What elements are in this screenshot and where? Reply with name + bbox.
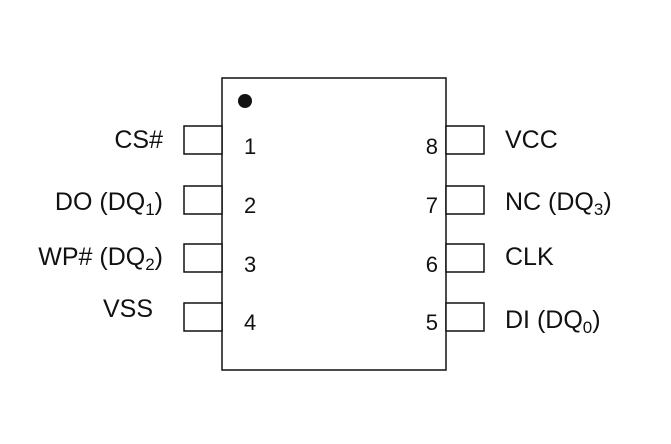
pin-stub-5 — [445, 302, 485, 332]
pin-number-6: 6 — [426, 252, 438, 277]
pin-stub-3 — [183, 243, 223, 273]
pin-number-3: 3 — [244, 252, 256, 277]
pin-number-4: 4 — [244, 310, 256, 335]
pin-label-3: WP# (DQ2) — [38, 243, 163, 274]
pin-label-7: NC (DQ3) — [505, 188, 612, 219]
pin-stub-7 — [445, 185, 485, 215]
pin-stub-6 — [445, 243, 485, 273]
pin-label-5-name: DI (DQ — [505, 306, 583, 334]
pin-stub-2 — [183, 185, 223, 215]
pin-label-7-subscript: 3 — [594, 200, 603, 219]
pin-label-1: CS# — [114, 126, 163, 154]
pin-label-8: VCC — [505, 126, 558, 154]
pin-stub-1 — [183, 125, 223, 155]
pin-label-2: DO (DQ1) — [55, 188, 163, 219]
pin-label-3-subscript: 2 — [145, 255, 154, 274]
pin-label-7-name: NC (DQ — [505, 188, 594, 216]
pin-label-5-tail: ) — [592, 306, 600, 334]
pin-label-2-subscript: 1 — [145, 200, 154, 219]
pin-number-5: 5 — [426, 310, 438, 335]
pin-label-7-tail: ) — [603, 188, 611, 216]
pin1-indicator-dot — [238, 94, 252, 108]
pin-label-4: VSS — [103, 295, 153, 323]
pin-label-3-tail: ) — [155, 243, 163, 271]
pin-label-5: DI (DQ0) — [505, 306, 601, 337]
pin-number-1: 1 — [244, 134, 256, 159]
pin-stub-8 — [445, 125, 485, 155]
pin-label-1-name: CS# — [114, 126, 163, 154]
pin-number-2: 2 — [244, 193, 256, 218]
pin-label-3-name: WP# (DQ — [38, 243, 145, 271]
pin-label-4-name: VSS — [103, 295, 153, 323]
pin-label-8-name: VCC — [505, 126, 558, 154]
pin-number-8: 8 — [426, 134, 438, 159]
pin-stub-4 — [183, 302, 223, 332]
pin-label-6: CLK — [505, 243, 554, 271]
pin-number-7: 7 — [426, 193, 438, 218]
pin-label-6-name: CLK — [505, 243, 554, 271]
pin-label-2-tail: ) — [155, 188, 163, 216]
pin-label-2-name: DO (DQ — [55, 188, 145, 216]
pin-label-5-subscript: 0 — [583, 318, 592, 337]
chip-body — [221, 77, 447, 371]
